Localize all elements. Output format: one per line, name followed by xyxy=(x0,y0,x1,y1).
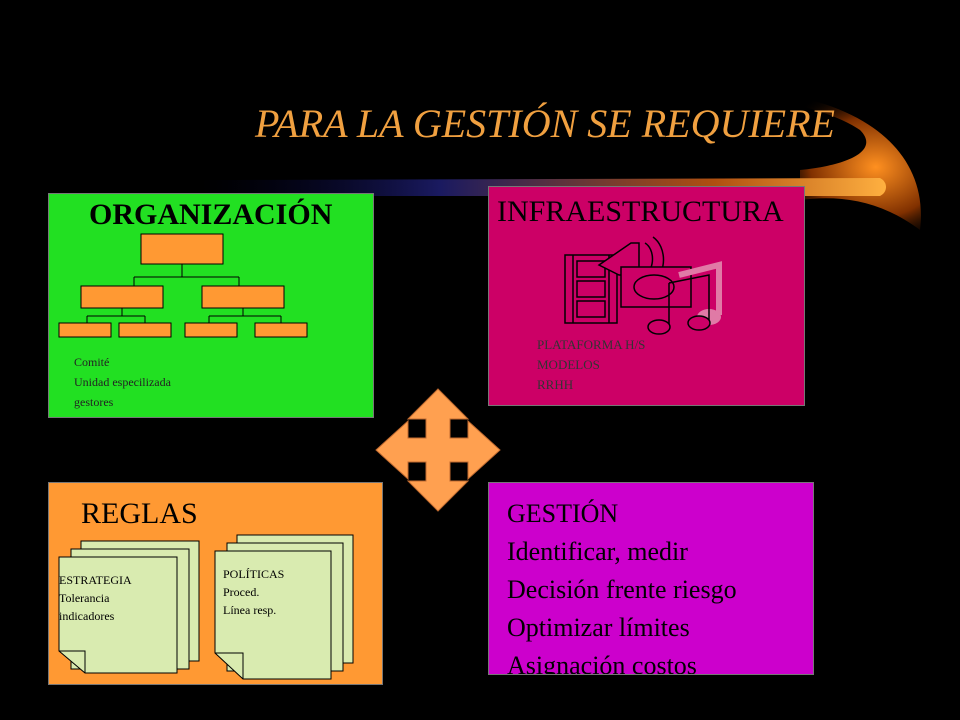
infraestructura-heading: INFRAESTRUCTURA xyxy=(497,195,784,228)
gestion-line: Asignación costos xyxy=(507,651,697,675)
organizacion-panel: ORGANIZACIÓN Comité Unidad especilizada xyxy=(48,193,374,418)
reglas-panel: REGLAS ESTRATEGIA Tolerancia indicadores… xyxy=(48,482,383,685)
infraestructura-list: PLATAFORMA H/S MODELOS RRHH xyxy=(537,335,645,395)
slide-title: PARA LA GESTIÓN SE REQUIERE xyxy=(255,101,835,146)
organizacion-item: Unidad especilizada xyxy=(74,375,171,389)
document-stack-graphic xyxy=(58,534,354,680)
politicas-doc-line: Proced. xyxy=(223,585,260,599)
organizacion-list: Comité Unidad especilizada gestores xyxy=(74,352,171,412)
estrategia-doc-line: ESTRATEGIA xyxy=(59,573,132,587)
infraestructura-panel: INFRAESTRUCTURA PLATAFORMA H/S xyxy=(488,186,805,406)
politicas-doc-line: POLÍTICAS xyxy=(223,567,285,581)
gestion-line: Decisión frente riesgo xyxy=(507,575,737,604)
four-way-arrow-icon xyxy=(375,388,501,512)
gestion-panel: GESTIÓN Identificar, medir Decisión fren… xyxy=(488,482,814,675)
org-chart-graphic xyxy=(58,233,308,338)
organizacion-heading: ORGANIZACIÓN xyxy=(89,198,333,231)
gestion-line: Optimizar límites xyxy=(507,613,690,642)
politicas-doc-text: POLÍTICAS Proced. Línea resp. xyxy=(223,565,284,619)
infraestructura-item: RRHH xyxy=(537,377,574,392)
organizacion-item: Comité xyxy=(74,355,110,369)
infraestructura-item: PLATAFORMA H/S xyxy=(537,337,646,352)
multimedia-icon xyxy=(564,236,722,335)
organizacion-item: gestores xyxy=(74,395,114,409)
gestion-lines: GESTIÓN Identificar, medir Decisión fren… xyxy=(507,495,737,675)
gestion-heading: GESTIÓN xyxy=(507,499,619,528)
gestion-line: Identificar, medir xyxy=(507,537,688,566)
politicas-doc-line: Línea resp. xyxy=(223,603,277,617)
reglas-heading: REGLAS xyxy=(81,497,198,530)
estrategia-doc-line: Tolerancia xyxy=(59,591,110,605)
infraestructura-item: MODELOS xyxy=(537,357,600,372)
estrategia-doc-line: indicadores xyxy=(59,609,115,623)
estrategia-doc-text: ESTRATEGIA Tolerancia indicadores xyxy=(59,571,132,625)
